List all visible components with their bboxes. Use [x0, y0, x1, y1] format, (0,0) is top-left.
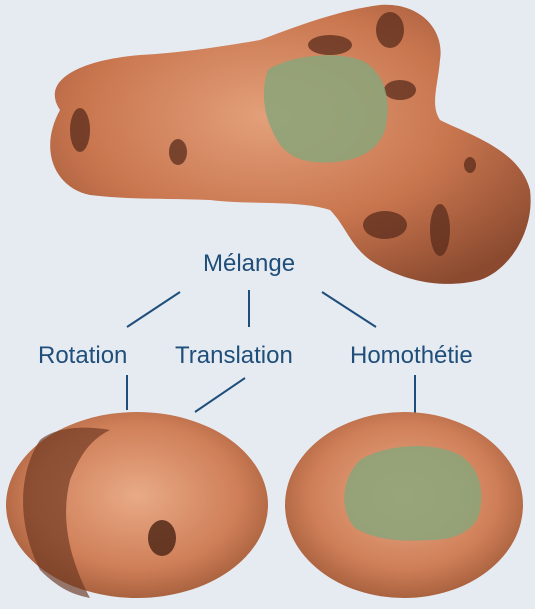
connector-translation-image: [195, 378, 245, 412]
root-label: Mélange: [203, 252, 295, 276]
translation-label: Translation: [175, 344, 293, 368]
connector-root-homothetie: [322, 292, 376, 327]
homothetie-label: Homothétie: [350, 344, 473, 368]
connector-root-rotation: [127, 292, 180, 327]
bottom-right-rock-image: [285, 412, 523, 598]
bottom-left-rock-image: [6, 412, 268, 598]
rotation-label: Rotation: [38, 344, 127, 368]
top-rock-image: [50, 5, 530, 284]
